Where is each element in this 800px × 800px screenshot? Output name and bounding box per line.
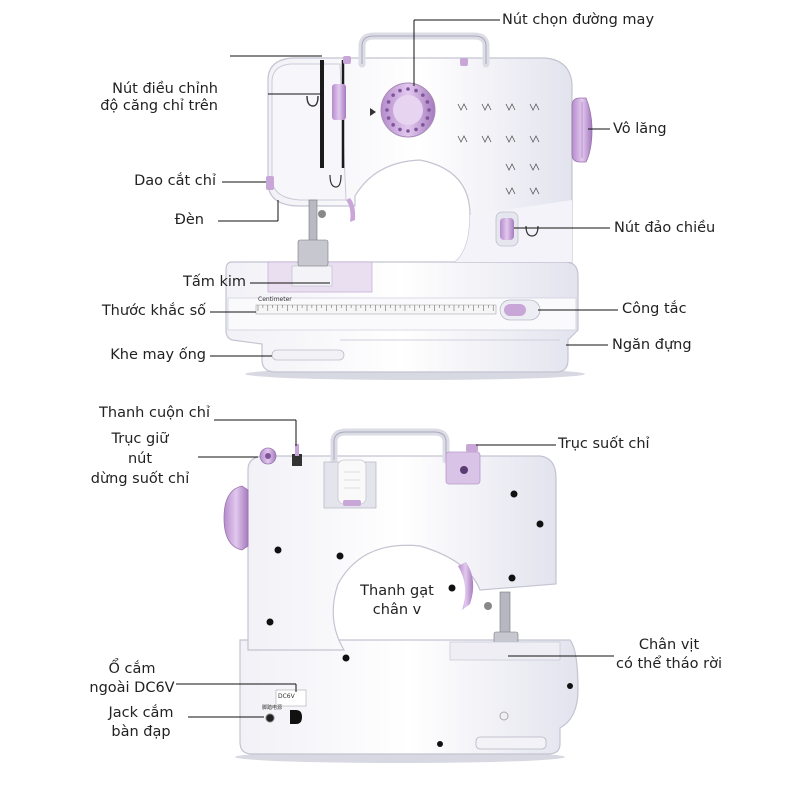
thread-guide — [306, 95, 319, 107]
label-tension-line2: độ căng chỉ trên — [100, 98, 218, 114]
reverse-guide — [525, 225, 539, 237]
label-storage: Ngăn đựng — [612, 337, 692, 353]
dial-notch — [414, 88, 418, 93]
dial-notch — [386, 116, 391, 120]
label-winder-stop-line3: dừng suốt chỉ — [90, 471, 190, 487]
label-winder-stop-line1: Trục giữ — [111, 431, 169, 447]
stitch-glyph — [481, 103, 492, 111]
dial-pointer — [370, 108, 376, 116]
winder-stop — [292, 454, 302, 466]
spool-pin-top — [343, 56, 351, 64]
label-bobbin-winder: Thanh cuộn chỉ — [99, 405, 210, 421]
presser-foot-front — [297, 239, 329, 267]
stitch-glyph — [529, 103, 540, 111]
dial-notch — [391, 93, 395, 97]
reverse-button — [500, 218, 514, 240]
label-stitch-selector: Nút chọn đường may — [502, 12, 655, 28]
dial-notch — [425, 116, 430, 120]
stitch-glyph — [505, 135, 516, 143]
stitch-glyph — [529, 163, 540, 171]
stitch-glyph — [457, 103, 468, 111]
stitch-glyph — [529, 187, 540, 195]
dial-notch — [414, 127, 418, 132]
top-machine — [225, 32, 593, 380]
label-sleeve-slot: Khe may ống — [110, 347, 206, 363]
stitch-glyph — [505, 163, 516, 171]
needle-bar — [308, 199, 318, 243]
label-presser-foot-line2: có thể tháo rời — [616, 656, 722, 672]
label-plate — [275, 689, 307, 707]
dial-notch — [398, 88, 402, 93]
tension-dial — [332, 84, 346, 120]
label-thread-cutter: Dao cắt chỉ — [134, 173, 216, 189]
pedal-jack — [265, 713, 275, 723]
bottom-slot — [475, 736, 547, 750]
thread-guide-lower — [329, 174, 342, 188]
thread-cutter — [266, 176, 274, 190]
ruler-ticks — [257, 305, 494, 311]
presser-lever-back — [458, 562, 474, 610]
dial-notch — [406, 87, 410, 91]
label-needle-plate: Tấm kim — [182, 274, 246, 290]
bottom-needle-plate — [449, 641, 561, 661]
stitch-glyph — [505, 187, 516, 195]
label-presser-foot-line1: Chân vịt — [638, 637, 700, 653]
label-pedal-jack-line1: Jack cắm — [108, 705, 174, 721]
label-tension-line1: Nút điều chỉnh — [112, 81, 218, 97]
dial-notch — [421, 93, 425, 97]
label-presser-lever-line1: Thanh gạt — [360, 583, 434, 599]
bobbin-spindle-cap — [466, 444, 478, 452]
thread-spool — [337, 459, 367, 505]
dc-symbol — [290, 710, 302, 724]
needle-screw — [318, 210, 326, 218]
screws — [266, 490, 573, 747]
stitch-glyph — [457, 135, 468, 143]
dc-plate-text: DC6V — [278, 693, 295, 700]
winder-stop-pin — [295, 444, 299, 456]
stitch-glyph — [529, 135, 540, 143]
ruler-scale — [255, 304, 497, 315]
power-switch — [504, 304, 526, 316]
carry-handle-outline — [361, 35, 487, 64]
label-bobbin-spindle: Trục suốt chỉ — [558, 436, 650, 452]
dial-notch — [385, 108, 389, 112]
dial-notch — [406, 129, 410, 133]
dial-notch — [386, 100, 391, 104]
bottom-machine — [223, 428, 579, 763]
needle-bar-back — [499, 591, 511, 637]
dial-notch — [398, 127, 402, 132]
dial-notches — [385, 87, 431, 133]
pedal-plate-text: 脚踏电源 — [262, 705, 283, 711]
dial-notch — [427, 108, 431, 112]
bottom-handwheel — [223, 485, 249, 551]
label-dc-socket-line1: Ổ cắm — [108, 661, 156, 677]
leader-lines — [176, 19, 618, 718]
dial-notch — [421, 123, 425, 127]
spool-cap — [343, 500, 361, 506]
bottom-handle-outline — [333, 431, 447, 460]
label-dc-socket-line2: ngoài DC6V — [89, 680, 175, 696]
label-pedal-jack-line2: bàn đạp — [111, 724, 171, 740]
stitch-glyph — [481, 135, 492, 143]
bobbin-pin-top — [460, 58, 468, 66]
dial-notch — [391, 123, 395, 127]
bottom-base — [239, 639, 579, 755]
presser-lever-front — [346, 198, 356, 222]
ruler-caption: Centimeter — [258, 296, 292, 303]
label-ruler: Thước khắc số — [101, 303, 206, 319]
sleeve-slot — [271, 349, 345, 361]
label-winder-stop-line2: nút — [127, 451, 153, 467]
dial-notch — [425, 100, 430, 104]
label-power-switch: Công tắc — [622, 301, 687, 317]
label-presser-lever-line2: chân v — [372, 602, 422, 618]
stitch-glyph — [505, 103, 516, 111]
stitch-pattern-chart — [457, 103, 540, 195]
label-handwheel: Vô lăng — [613, 121, 667, 137]
label-light: Đèn — [174, 212, 204, 228]
stitch-selector-center — [393, 95, 423, 125]
label-reverse-button: Nút đảo chiều — [614, 220, 716, 236]
